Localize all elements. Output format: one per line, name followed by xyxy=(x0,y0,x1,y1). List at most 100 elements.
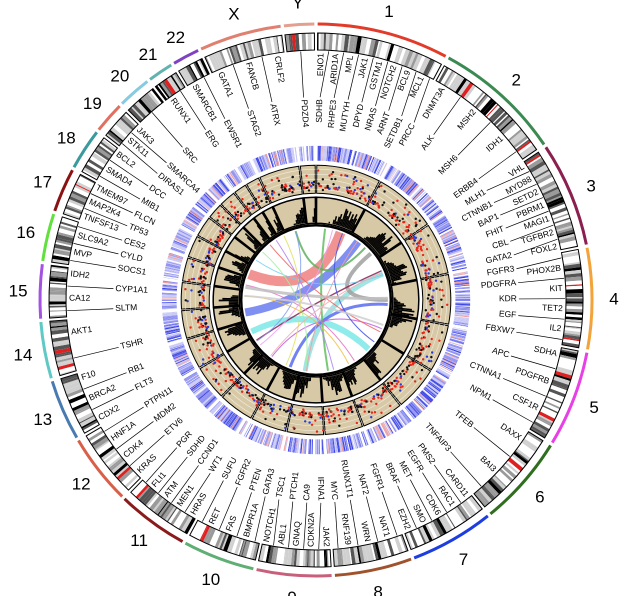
ideogram-band xyxy=(204,56,214,73)
histogram-bar xyxy=(348,213,358,231)
histogram-bar xyxy=(288,374,295,390)
scatter-point xyxy=(260,199,263,203)
histogram-bar xyxy=(389,322,398,327)
histogram-bar xyxy=(232,329,245,336)
heatmap-cell xyxy=(185,215,200,226)
heatmap-cell xyxy=(417,194,431,207)
heatmap-cell xyxy=(409,185,421,198)
heatmap-cell xyxy=(321,145,324,162)
chromosome-arc-9 xyxy=(256,568,332,578)
heatmap-cell xyxy=(453,320,470,324)
heatmap-cell xyxy=(184,373,199,383)
heatmap-cell xyxy=(447,343,463,350)
gene-leader-line xyxy=(510,355,556,370)
heatmap-cell xyxy=(395,172,406,187)
heatmap-cell xyxy=(389,417,400,431)
gene-label: MYC xyxy=(329,481,341,501)
heatmap-cell xyxy=(411,188,424,201)
heatmap-outline xyxy=(206,176,233,203)
heatmap-cell xyxy=(170,247,186,254)
ideogram-band xyxy=(196,60,207,77)
ideogram-band xyxy=(216,51,226,69)
histogram-bar xyxy=(333,216,338,225)
heatmap-outline xyxy=(222,167,245,190)
histogram-bar xyxy=(341,373,344,376)
scatter-gridline xyxy=(196,240,206,260)
ideogram-band xyxy=(170,75,182,91)
scatter-point xyxy=(222,223,225,226)
ideogram-band xyxy=(166,507,178,523)
gene-label: SOCS1 xyxy=(117,262,147,276)
histogram-bar xyxy=(259,233,267,241)
histogram-bar xyxy=(328,376,331,382)
chromosome-label: 21 xyxy=(139,45,158,64)
histogram-bar xyxy=(244,262,248,265)
ideogram-band xyxy=(358,545,365,564)
heatmap-cell xyxy=(454,291,471,294)
heatmap-cell xyxy=(233,417,243,432)
heatmap-outline xyxy=(179,205,207,235)
heatmap-cell xyxy=(174,355,190,363)
scatter-point xyxy=(261,398,265,402)
scatter-point xyxy=(232,381,235,384)
heatmap-cell xyxy=(189,380,204,391)
heatmap-cell xyxy=(274,150,280,167)
heatmap-cell xyxy=(236,166,247,181)
scatter-point xyxy=(330,177,333,181)
heatmap-cell xyxy=(266,152,273,169)
ideogram-band xyxy=(55,241,72,248)
scatter-point xyxy=(416,249,419,252)
ideogram-band xyxy=(538,411,556,422)
ideogram-band xyxy=(563,263,581,270)
heatmap-cell xyxy=(254,157,262,173)
heatmap-cell xyxy=(176,232,192,240)
scatter-point xyxy=(393,214,397,218)
ideogram-band xyxy=(50,271,68,278)
heatmap-cell xyxy=(396,173,407,188)
ideogram-band xyxy=(58,365,76,375)
heatmap-cell xyxy=(406,182,419,196)
ideogram-band xyxy=(217,532,226,549)
heatmap-cell xyxy=(219,408,230,422)
scatter-point xyxy=(211,344,215,347)
ideogram-band xyxy=(79,415,97,428)
heatmap-cell xyxy=(167,256,183,263)
gene-leader-line xyxy=(145,447,178,483)
histogram-bar xyxy=(265,363,272,370)
ideogram-band xyxy=(223,534,233,552)
heatmap-cell xyxy=(419,196,432,208)
heatmap-cell xyxy=(161,283,178,287)
heatmap-cell xyxy=(454,293,471,296)
ideogram-band xyxy=(86,161,103,173)
heatmap-cell xyxy=(399,176,411,190)
heatmap-cell xyxy=(450,263,467,269)
ideogram-band xyxy=(341,548,345,566)
scatter-point xyxy=(190,263,194,266)
histogram-bar xyxy=(276,231,279,233)
gene-label: BAI3 xyxy=(478,454,498,474)
heatmap-cell xyxy=(338,436,343,453)
heatmap-cell xyxy=(443,238,459,246)
ideogram-band xyxy=(340,548,344,566)
histogram-bar xyxy=(383,260,387,263)
histogram-bar xyxy=(232,306,239,309)
histogram-bar xyxy=(371,232,387,247)
ideogram-band xyxy=(464,499,477,515)
heatmap-cell xyxy=(443,355,459,363)
gene-leader-line xyxy=(500,197,544,216)
ideogram-band xyxy=(171,73,184,90)
ideogram-band xyxy=(514,450,530,462)
scatter-point xyxy=(262,401,266,404)
scatter-gridline xyxy=(261,169,300,182)
heatmap-cell xyxy=(451,329,468,335)
scatter-point xyxy=(426,297,430,300)
ideogram-band xyxy=(56,234,74,242)
heatmap-cell xyxy=(359,153,367,169)
scatter-point xyxy=(280,184,284,187)
heatmap-cell xyxy=(163,273,180,278)
heatmap-cell xyxy=(438,364,454,372)
heatmap-cell xyxy=(220,177,231,191)
heatmap-cell xyxy=(416,193,429,206)
ideogram-band xyxy=(314,549,317,567)
heatmap-cell xyxy=(408,402,420,416)
